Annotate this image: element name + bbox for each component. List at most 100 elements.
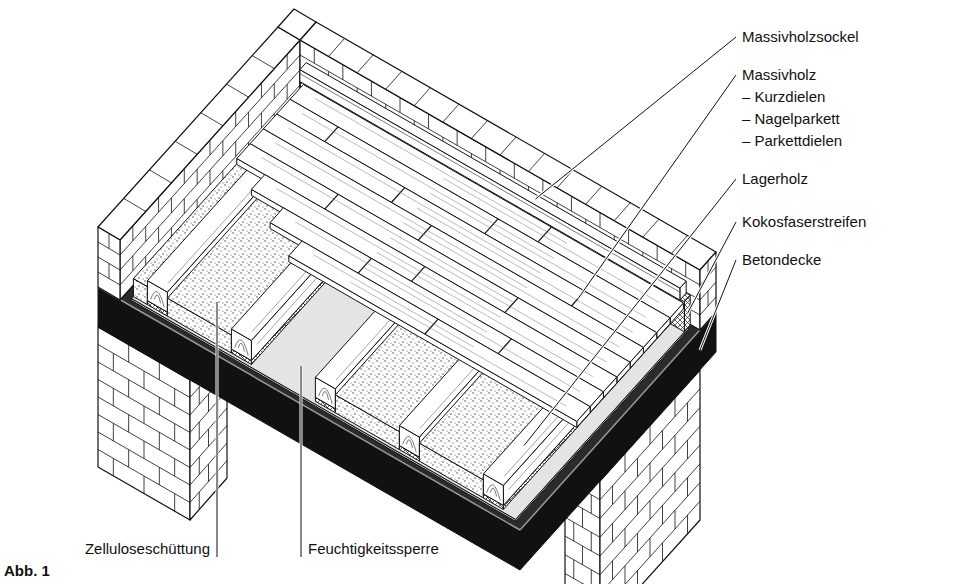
baseboard	[300, 70, 680, 301]
wood-ring	[403, 436, 417, 452]
leader-line	[301, 366, 302, 557]
floorboard	[289, 256, 577, 428]
brick-wall-joint	[457, 130, 458, 145]
baseboard	[300, 63, 686, 289]
board-joint	[538, 227, 551, 242]
brick-pier-joint	[687, 515, 688, 534]
brick-wall-joint	[287, 84, 288, 99]
brick-pier-joint	[591, 570, 592, 584]
brick-pier-joint	[113, 423, 114, 441]
brick-wall-joint	[314, 48, 315, 63]
brick-wall-end-joint	[708, 291, 709, 306]
brick-wall-joint	[274, 84, 275, 99]
brick-wall-joint	[371, 81, 372, 96]
brick-wall-joint	[210, 170, 211, 185]
wood-ring	[238, 343, 244, 351]
brick-wall-top-joint	[643, 219, 659, 237]
brick-pier-joint	[144, 476, 145, 494]
wood-grain	[350, 282, 566, 406]
brick-pier-joint	[128, 380, 129, 398]
brick-pier-joint	[612, 561, 613, 580]
floorboard	[251, 175, 616, 392]
wood-grain	[314, 255, 474, 347]
part-label: – Nagelparkett	[742, 110, 840, 128]
brick-pier-joint	[600, 464, 700, 575]
brick-wall-end	[98, 227, 120, 300]
brick-wall-joint	[184, 199, 185, 214]
brick-wall-joint	[287, 54, 288, 69]
brick-pier-joint	[650, 538, 651, 557]
brick-pier-joint	[144, 371, 145, 389]
board-joint	[505, 298, 518, 313]
brick-pier-joint	[113, 388, 114, 406]
label-position: Massivholzsockel	[742, 28, 859, 46]
brick-pier-joint	[174, 424, 175, 442]
brick-pier-joint	[637, 571, 638, 584]
brick-pier-joint	[662, 468, 663, 487]
brick-pier-joint	[650, 426, 651, 445]
brick-pier-joint	[159, 362, 160, 380]
brick-pier-joint	[128, 415, 129, 433]
leader-halo	[700, 260, 736, 350]
wood-ring	[490, 488, 496, 496]
brick-pier-joint	[687, 478, 688, 497]
brick-pier-joint	[600, 501, 700, 584]
brick-wall-end-joint	[109, 234, 110, 249]
brick-pier-joint	[199, 422, 200, 440]
brick-pier-joint	[174, 459, 175, 477]
caption-position: Abb. 1	[4, 562, 50, 580]
label-position: Feuchtigkeitssperre	[308, 540, 439, 558]
brick-wall-joint	[342, 65, 343, 80]
brick-wall-joint	[158, 227, 159, 242]
brick-wall-joint	[685, 262, 686, 277]
brick-pier-joint	[625, 528, 626, 547]
floorboard	[289, 241, 590, 421]
brick-pier-joint	[675, 510, 676, 529]
brick-pier-joint	[190, 408, 227, 450]
brick-pier-joint	[650, 501, 651, 520]
part-label: Zelluloseschüttung	[85, 540, 210, 558]
wood-ring	[151, 292, 165, 308]
label-position: Massivholz	[742, 66, 816, 84]
brick-pier-joint	[159, 397, 160, 415]
board-joint	[325, 127, 338, 142]
leader-halo	[688, 222, 737, 313]
brick-pier-joint	[637, 496, 638, 515]
baseboard-molding	[300, 74, 680, 293]
brick-wall-joint	[210, 140, 211, 155]
brick-pier-joint	[159, 432, 160, 450]
brick-wall-joint	[571, 196, 572, 211]
brick-wall-joint	[222, 141, 223, 156]
brick-pier-joint	[128, 345, 129, 363]
brick-wall-top-joint	[201, 113, 223, 126]
brick-wall-top-joint	[124, 198, 146, 211]
brick-pier-joint	[174, 389, 175, 407]
brick-wall-joint	[197, 169, 198, 184]
brick-wall-top-joint	[443, 104, 459, 122]
board-joint	[425, 319, 438, 334]
figure-caption: Abb. 1	[4, 562, 50, 580]
label-position: Betondecke	[742, 251, 821, 269]
brick-pier-joint	[612, 486, 613, 505]
label-position: – Parkettdielen	[742, 132, 842, 150]
brick-wall-joint	[657, 245, 658, 260]
leader-lines	[217, 37, 736, 557]
board-joint	[391, 188, 404, 203]
leader-line	[700, 260, 736, 350]
leader-halo	[300, 366, 303, 557]
brick-wall-top-joint	[586, 186, 602, 204]
brick-wall-top-joint	[329, 38, 345, 56]
brick-wall-top-joint	[414, 88, 430, 106]
brick-wall-top-joint	[357, 55, 373, 73]
leader-line	[578, 75, 736, 299]
brick-wall-joint	[248, 112, 249, 127]
brick-pier-joint	[565, 574, 600, 584]
brick-pier-joint	[159, 467, 160, 485]
wood-ring	[487, 485, 501, 501]
board-joint	[325, 194, 338, 209]
brick-pier-joint	[591, 495, 592, 514]
label-position: Kokosfaserstreifen	[742, 213, 866, 231]
wood-ring	[154, 295, 160, 303]
brick-wall-joint	[132, 256, 133, 271]
brick-pier-joint	[208, 394, 209, 412]
